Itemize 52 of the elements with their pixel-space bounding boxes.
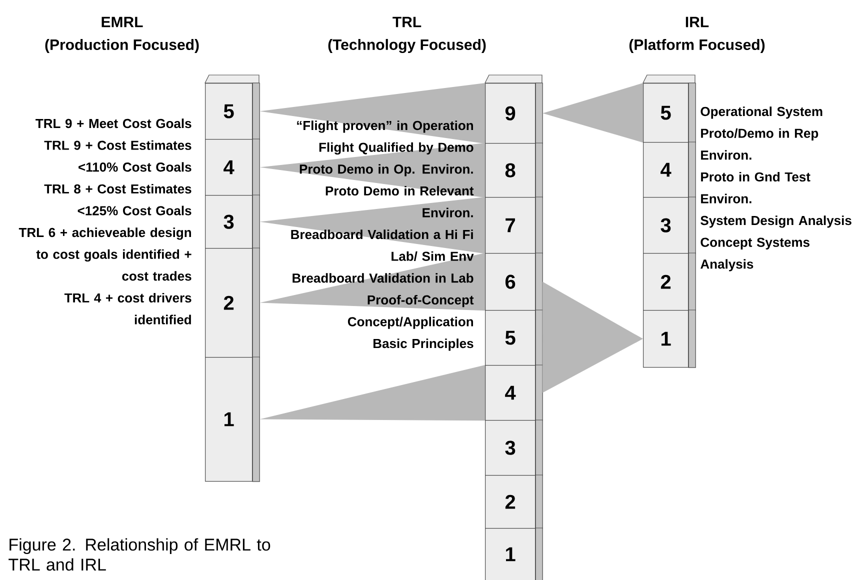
- level-description: Proto Demo in Op. Environ.: [300, 164, 473, 176]
- connector-wedge: [542, 282, 643, 393]
- connector-wedge: [260, 365, 485, 421]
- level-description: TRL 9 + Meet Cost Goals: [36, 118, 192, 128]
- level-description: System Design Analysis: [700, 216, 852, 228]
- level-description: Concept/Application: [348, 316, 473, 329]
- level-description: Basic Principles: [374, 338, 474, 351]
- column-heading: (Technology Focused): [328, 38, 486, 54]
- level-description: TRL 4 + cost drivers identified: [64, 292, 192, 324]
- column-heading: IRL: [686, 16, 709, 28]
- level-description: Proof-of-Concept: [368, 294, 474, 308]
- level-description: Operational System: [700, 106, 822, 119]
- level-description: Flight Qualified by Demo: [319, 142, 474, 155]
- level-block: 3: [643, 196, 696, 254]
- column-heading: (Production Focused): [45, 39, 199, 53]
- level-description: TRL 9 + Cost Estimates <110% Cost Goals: [44, 140, 192, 172]
- level-block: 4: [485, 364, 543, 421]
- connector-wedge: [260, 197, 485, 254]
- figure-caption: Figure 2. Relationship of EMRL to TRL and IRL: [8, 538, 270, 571]
- connector-wedge: [260, 143, 485, 198]
- level-block: 2: [485, 474, 543, 529]
- level-block: 1: [643, 310, 696, 368]
- column-heading: EMRL: [102, 16, 143, 28]
- level-description: Concept Systems Analysis: [700, 238, 810, 272]
- level-block: 1: [205, 356, 260, 482]
- level-block: 8: [485, 142, 543, 198]
- level-block: 2: [643, 252, 696, 311]
- level-description: Breadboard Validation a Hi Fi Lab/ Sim Env: [291, 230, 474, 262]
- level-block: 1: [485, 528, 543, 580]
- level-description: Proto Demo in Relevant Environ.: [326, 186, 474, 218]
- level-description: “Flight proven” in Operation: [297, 120, 473, 133]
- level-block: 3: [485, 420, 543, 476]
- connector-wedge: [542, 83, 643, 143]
- level-description: Proto/Demo in Rep Environ.: [701, 128, 818, 160]
- connector-wedge: [260, 83, 485, 144]
- level-block: 5: [643, 82, 696, 143]
- level-block: 7: [485, 196, 543, 254]
- column-heading: TRL: [392, 16, 422, 28]
- level-block: 4: [643, 142, 696, 198]
- column-heading: (Platform Focused): [629, 39, 765, 53]
- level-block: 9: [485, 82, 543, 144]
- level-description: TRL 8 + Cost Estimates <125% Cost Goals: [44, 184, 192, 216]
- level-description: TRL 6 + achieveable design to cost goals identified + cost trades: [18, 228, 192, 281]
- level-block: 3: [205, 194, 260, 249]
- level-block: 5: [485, 310, 543, 366]
- level-description: Proto in Gnd Test Environ.: [701, 172, 810, 204]
- level-block: 6: [485, 252, 543, 311]
- level-block: 2: [205, 248, 260, 358]
- level-description: Breadboard Validation in Lab: [292, 273, 474, 283]
- connector-wedge: [260, 253, 485, 311]
- level-block: 4: [205, 138, 260, 196]
- level-block: 5: [205, 82, 260, 140]
